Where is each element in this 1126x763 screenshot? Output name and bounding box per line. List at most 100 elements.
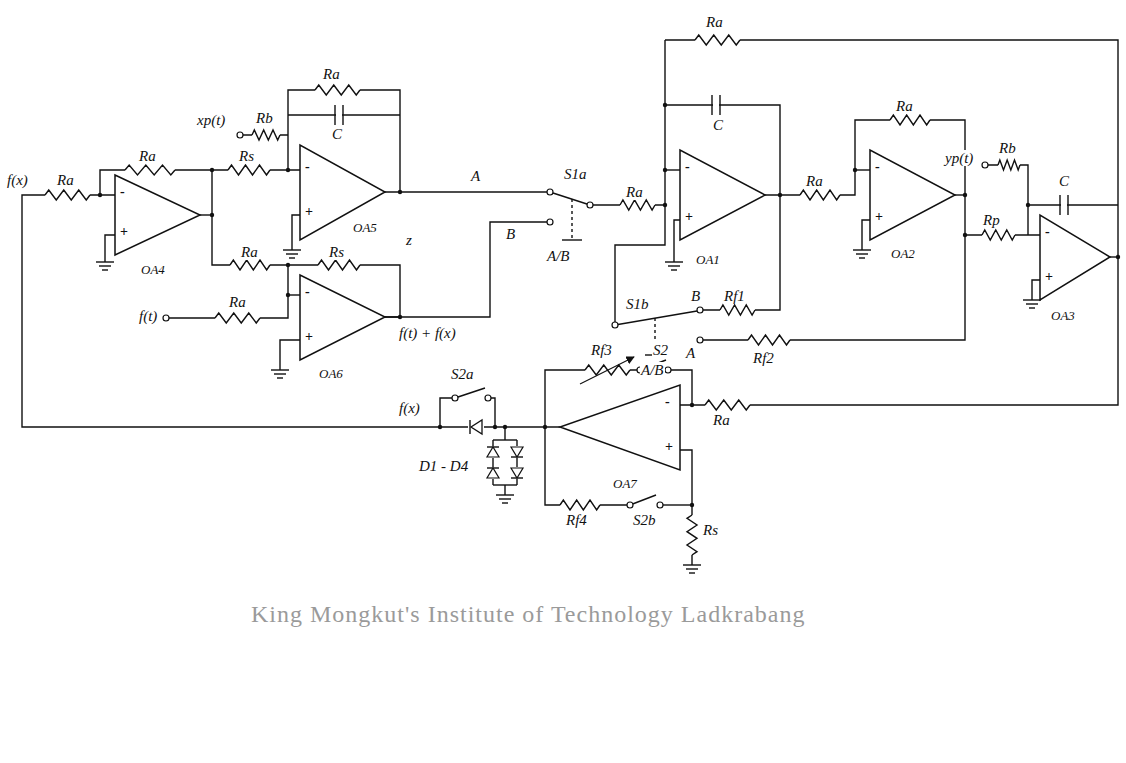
wire xyxy=(385,222,547,317)
resistor-ground xyxy=(45,188,90,202)
ground-symbol xyxy=(856,253,868,254)
capacitor-gap xyxy=(1061,202,1067,208)
wire xyxy=(292,215,300,250)
resistor-symbol xyxy=(230,260,270,270)
wire xyxy=(105,235,115,262)
junction-dot xyxy=(1026,203,1030,207)
watermark: King Mongkut's Institute of Technology L… xyxy=(250,600,806,628)
component-label: z xyxy=(405,232,413,248)
opamp-label: OA4 xyxy=(140,262,166,278)
resistor-ground xyxy=(215,311,260,325)
opamp-symbol xyxy=(300,275,385,360)
wire xyxy=(400,191,547,192)
wire xyxy=(665,169,680,170)
resistor-symbol xyxy=(687,515,697,555)
junction-dot xyxy=(690,403,694,407)
resistor-symbol xyxy=(252,130,280,140)
wire xyxy=(665,105,780,310)
wire xyxy=(855,169,870,170)
ground-symbol xyxy=(1029,307,1035,308)
junction-dot xyxy=(398,190,402,194)
ground-symbol xyxy=(502,502,508,503)
component-label: Ra xyxy=(228,294,247,310)
terminal xyxy=(982,162,988,168)
resistor-ground xyxy=(125,163,175,177)
switch-blade xyxy=(615,311,697,325)
diode-symbol xyxy=(487,467,499,468)
terminal xyxy=(697,337,703,343)
pin-sign: - xyxy=(304,284,311,300)
resistor-symbol xyxy=(215,313,260,323)
component-label: S1b xyxy=(625,296,650,312)
terminal xyxy=(485,395,491,401)
resistor-symbol xyxy=(695,35,740,45)
component-label: S2 xyxy=(652,342,669,358)
junction-dot xyxy=(286,168,290,172)
opamp-symbol xyxy=(300,145,385,240)
wire xyxy=(504,485,505,495)
terminal xyxy=(452,395,458,401)
resistor-ground xyxy=(685,515,699,555)
resistor-symbol xyxy=(998,160,1020,170)
ground-symbol xyxy=(686,568,698,569)
component-label: Ra xyxy=(322,66,341,82)
pin-sign: + xyxy=(119,224,129,240)
component-label: Rs xyxy=(702,522,719,538)
component-label: A/B xyxy=(546,248,571,264)
resistor-ground xyxy=(695,33,740,47)
wire xyxy=(1028,204,1118,205)
resistor-ground xyxy=(620,198,655,212)
terminal xyxy=(547,219,553,225)
resistor-symbol xyxy=(720,305,755,315)
resistor-ground xyxy=(228,163,270,177)
resistor-symbol xyxy=(890,115,930,125)
component-label: Rf4 xyxy=(565,512,588,528)
ground-symbol xyxy=(499,498,511,499)
capacitor-plate xyxy=(711,95,712,115)
resistor-ground xyxy=(315,83,360,97)
terminal xyxy=(163,315,169,321)
junction-dot xyxy=(543,425,547,429)
switch-blade xyxy=(630,495,656,505)
component-label: xp(t) xyxy=(196,112,226,128)
opamp-symbol xyxy=(870,150,955,240)
junction-dot xyxy=(963,193,967,197)
component-label: Rf1 xyxy=(723,288,746,304)
junction-dot xyxy=(438,425,442,429)
ground-symbol xyxy=(283,249,301,250)
resistor-symbol xyxy=(800,190,840,200)
component-label: Rb xyxy=(998,140,1017,156)
ground-symbol xyxy=(671,269,677,270)
ground-symbol xyxy=(286,253,298,254)
resistor-symbol xyxy=(45,190,90,200)
resistor-ground xyxy=(705,398,750,412)
component-label: f(x) xyxy=(398,400,421,416)
terminal xyxy=(697,307,703,313)
component-label: Ra xyxy=(240,244,259,260)
wire xyxy=(288,114,400,115)
resistor-ground xyxy=(252,128,280,142)
opamp-symbol xyxy=(115,175,200,255)
diode-symbol xyxy=(511,456,523,457)
pin-sign: - xyxy=(119,184,126,200)
diode-symbol xyxy=(511,447,523,457)
junction-dot xyxy=(210,168,214,172)
ground-symbol xyxy=(271,369,289,370)
component-label: A xyxy=(685,345,696,361)
terminal xyxy=(612,322,618,328)
component-label: B xyxy=(505,226,516,242)
opamp-label: OA6 xyxy=(318,366,344,382)
switch-actuator xyxy=(571,199,572,240)
ground-symbol xyxy=(289,257,295,258)
diode-symbol xyxy=(511,468,523,478)
component-label: S1a xyxy=(563,166,588,182)
component-label: C xyxy=(712,117,724,133)
component-label: f(t) xyxy=(138,308,158,324)
ground-symbol xyxy=(853,249,871,250)
junction-dot xyxy=(778,193,782,197)
diode-symbol xyxy=(469,420,470,434)
component-label: S2a xyxy=(450,366,475,382)
component-label: C xyxy=(331,126,343,142)
